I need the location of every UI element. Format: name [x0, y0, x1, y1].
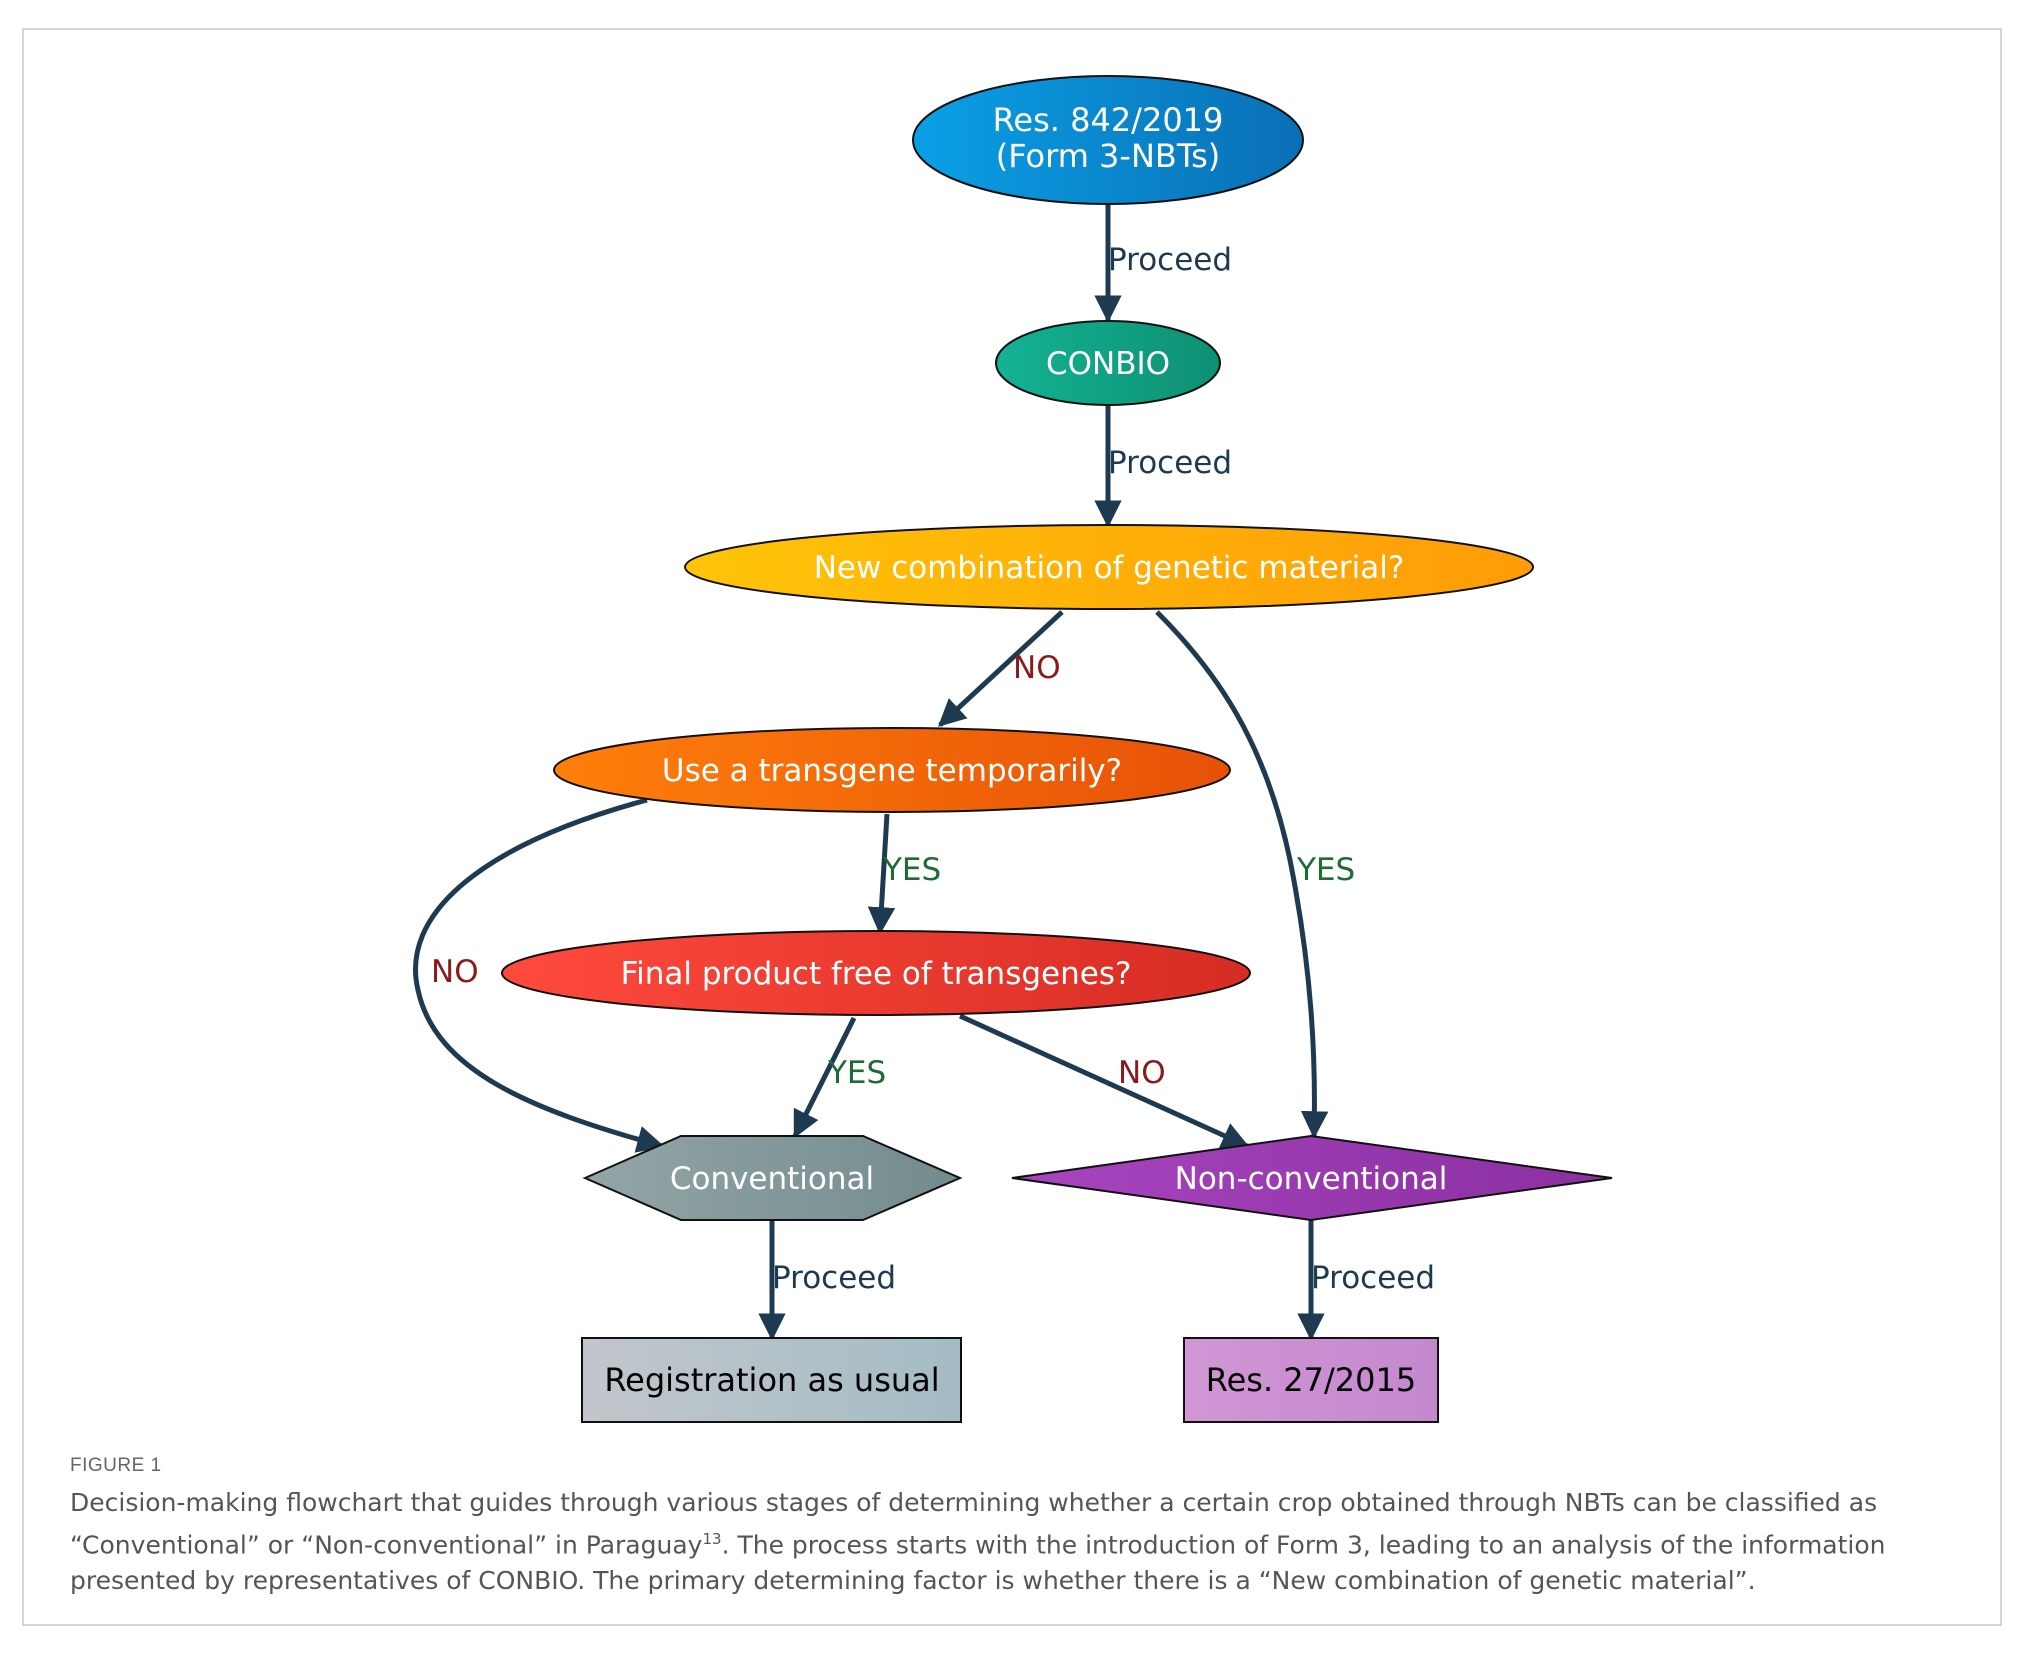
- node-new-combination: New combination of genetic material?: [684, 524, 1534, 610]
- edge-label-yes-3: YES: [827, 1055, 886, 1091]
- node-final-product: Final product free of transgenes?: [501, 930, 1251, 1016]
- node-use-transgene: Use a transgene temporarily?: [553, 727, 1231, 813]
- edge-label-no-1: NO: [1013, 650, 1061, 686]
- node-res27: Res. 27/2015: [1183, 1337, 1439, 1423]
- node-use-transgene-label: Use a transgene temporarily?: [662, 753, 1122, 789]
- caption-text: Decision-making flowchart that guides th…: [70, 1485, 1970, 1599]
- node-non-conventional-label: Non-conventional: [1175, 1161, 1448, 1197]
- node-registration-label: Registration as usual: [604, 1361, 939, 1399]
- caption-part1: Decision-making flowchart that guides th…: [70, 1488, 1878, 1560]
- edge-label-proceed-1: Proceed: [1108, 242, 1232, 278]
- edge-newcombo-to-nonconventional: [1155, 610, 1329, 1139]
- edge-label-proceed-4: Proceed: [1311, 1260, 1435, 1296]
- node-res842: Res. 842/2019 (Form 3-NBTs): [912, 75, 1304, 205]
- node-final-product-label: Final product free of transgenes?: [621, 956, 1132, 992]
- node-non-conventional: Non-conventional: [1011, 1134, 1613, 1222]
- node-conbio: CONBIO: [995, 320, 1221, 406]
- node-new-combination-label: New combination of genetic material?: [814, 550, 1405, 586]
- edge-final-to-conventional: [792, 1016, 857, 1139]
- node-registration: Registration as usual: [581, 1337, 962, 1423]
- edge-label-yes-1: YES: [882, 852, 941, 888]
- node-conbio-label: CONBIO: [1046, 346, 1170, 382]
- node-conventional: Conventional: [582, 1135, 963, 1221]
- edge-transgene-to-conventional: [413, 797, 665, 1153]
- figure-caption: FIGURE 1 Decision-making flowchart that …: [70, 1455, 1970, 1599]
- edge-label-yes-2: YES: [1296, 852, 1355, 888]
- node-res842-line1: Res. 842/2019: [993, 101, 1224, 139]
- caption-part2: . The process starts with the introducti…: [70, 1530, 1886, 1596]
- node-res27-label: Res. 27/2015: [1206, 1361, 1416, 1399]
- figure-frame: [22, 28, 2002, 1626]
- edge-label-no-3: NO: [1118, 1055, 1166, 1091]
- edge-transgene-to-final: [867, 813, 896, 935]
- node-conventional-label: Conventional: [670, 1161, 874, 1197]
- node-res842-line2: (Form 3-NBTs): [996, 137, 1220, 175]
- figure-label: FIGURE 1: [70, 1455, 162, 1476]
- edge-label-no-2: NO: [431, 954, 479, 990]
- caption-reference: 13: [702, 1530, 722, 1548]
- edge-newcombo-to-transgene: [937, 610, 1064, 727]
- edge-label-proceed-2: Proceed: [1108, 445, 1232, 481]
- flowchart: Proceed Proceed NO YES NO YES YES NO Pro…: [413, 75, 1613, 1423]
- edge-final-to-nonconventional: [958, 1013, 1250, 1149]
- edge-label-proceed-3: Proceed: [772, 1260, 896, 1296]
